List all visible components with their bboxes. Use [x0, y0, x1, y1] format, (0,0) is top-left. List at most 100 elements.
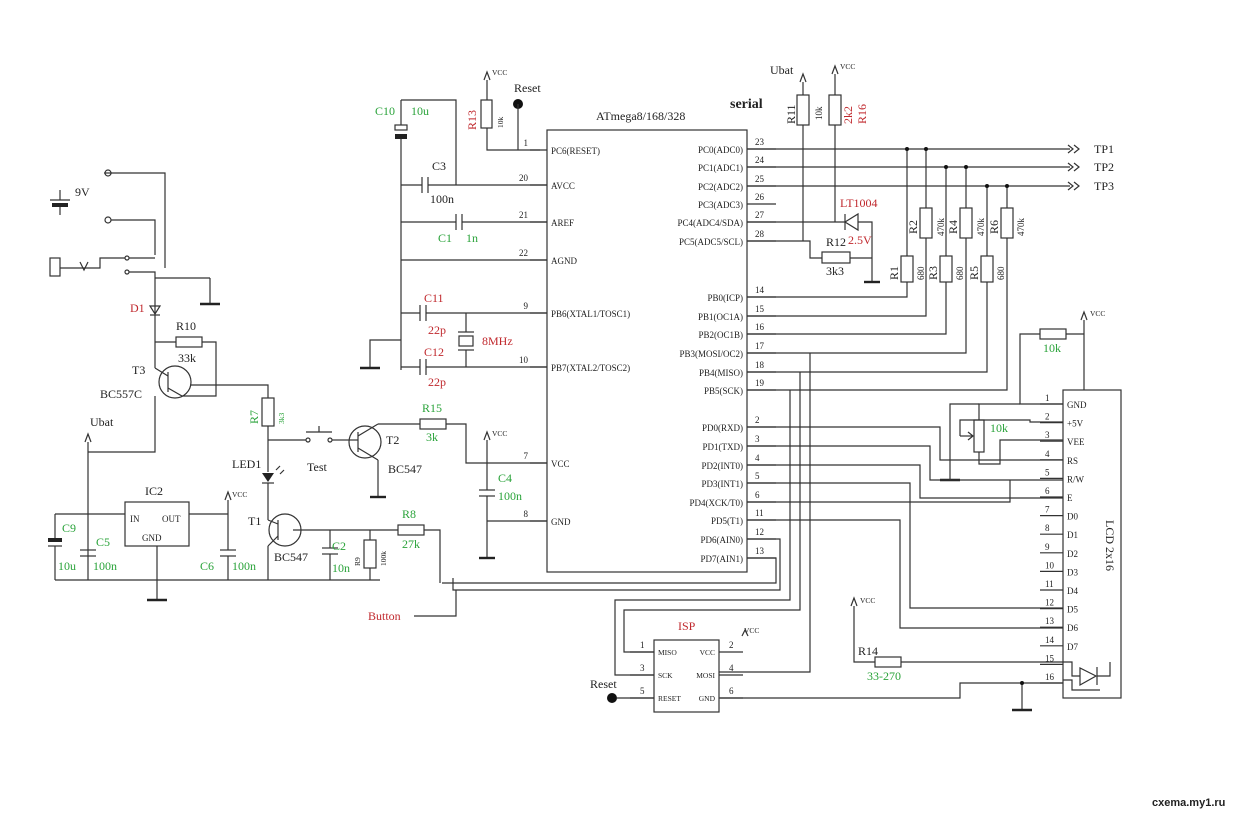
- mcu-pin-label: PD6(AIN0): [701, 535, 744, 545]
- c1-value: 1n: [466, 231, 478, 245]
- vcc-r13-label: VCC: [492, 68, 507, 77]
- r7-ref: R7: [247, 410, 261, 424]
- r5-ref: R5: [967, 266, 981, 280]
- r2-resistor: [919, 207, 933, 239]
- c5-value: 100n: [93, 559, 117, 573]
- r4-resistor: [959, 207, 973, 239]
- isp-pin-label: GND: [699, 694, 716, 703]
- lcd-pin-number: 9: [1045, 542, 1050, 552]
- lcd-pin-number: 11: [1045, 579, 1054, 589]
- isp-pin-label: MOSI: [696, 671, 715, 680]
- lcd-pin-number: 16: [1045, 672, 1055, 682]
- mcu-pin-number: 10: [519, 355, 529, 365]
- contrast-pot: [973, 419, 985, 453]
- lcd-pin-label: RS: [1067, 456, 1078, 466]
- r15-ref: R15: [422, 401, 442, 415]
- mcu-pin-label: PC3(ADC3): [698, 200, 743, 210]
- mcu-pin-number: 16: [755, 322, 765, 332]
- reset-label-top: Reset: [514, 81, 541, 95]
- vcc-c4-label: VCC: [492, 429, 507, 438]
- tp2-label: TP2: [1094, 160, 1114, 174]
- crystal: [458, 335, 474, 347]
- mcu-pin-number: 19: [755, 378, 765, 388]
- r11-resistor: [796, 94, 810, 126]
- mcu-pin-number: 22: [519, 248, 528, 258]
- mcu-pin-number: 4: [755, 453, 760, 463]
- ic2-name: IC2: [145, 484, 163, 498]
- r4-value: 470k: [976, 218, 986, 237]
- mcu-pin-number: 20: [519, 173, 529, 183]
- mcu-pin-number: 5: [755, 471, 760, 481]
- r1-value: 680: [916, 266, 926, 280]
- mcu-atmega: ATmega8/168/328 serial 1PC6(RESET)20AVCC…: [519, 97, 776, 573]
- lcd-pin-number: 14: [1045, 635, 1055, 645]
- mcu-pin-number: 11: [755, 508, 764, 518]
- lcd-name: LCD 2x16: [1103, 520, 1117, 571]
- isp-pin-label: SCK: [658, 671, 673, 680]
- c6-value: 100n: [232, 559, 256, 573]
- r12-ref: R12: [826, 235, 846, 249]
- lcd-pin-number: 3: [1045, 430, 1050, 440]
- reset-label-bottom: Reset: [590, 677, 617, 691]
- t2-transistor: [348, 425, 382, 459]
- r1-resistor: [900, 255, 914, 283]
- lcd-pin-number: 13: [1045, 616, 1055, 626]
- mcu-pin-label: PB3(MOSI/OC2): [679, 349, 743, 359]
- mcu-right-pins: PC0(ADC0)23PC1(ADC1)24PC2(ADC2)25PC3(ADC…: [677, 137, 776, 564]
- lcd-module: LCD 2x16 1GND2+5V3VEE4RS5R/W6E7D08D19D21…: [1040, 389, 1122, 699]
- lcd-pin-label: VEE: [1067, 437, 1085, 447]
- r16-value: 2k2: [841, 106, 855, 124]
- tp1-label: TP1: [1094, 142, 1114, 156]
- lcd-wiring: VCC 10k 10k VCC: [442, 309, 1105, 712]
- r9-resistor: [363, 539, 377, 569]
- r6-value: 470k: [1016, 218, 1026, 237]
- mcu-pin-label: PC6(RESET): [551, 146, 600, 156]
- mcu-pin-number: 25: [755, 174, 765, 184]
- vcc-lcd-label: VCC: [1090, 309, 1105, 318]
- c2-ref: C2: [332, 539, 346, 553]
- mcu-pin-number: 12: [755, 527, 764, 537]
- c4-ref: C4: [498, 471, 512, 485]
- r10-ref: R10: [176, 319, 196, 333]
- isp-name: ISP: [678, 619, 696, 633]
- r2-value: 470k: [936, 218, 946, 237]
- r2-ref: R2: [906, 220, 920, 234]
- isp-pin-number: 4: [729, 663, 734, 673]
- mcu-pin-number: 23: [755, 137, 765, 147]
- r11-value: 10k: [814, 106, 824, 120]
- mcu-pin-number: 28: [755, 229, 765, 239]
- reset-bottom: Reset: [590, 677, 654, 703]
- t2-value: BC547: [388, 462, 422, 476]
- lcd-pin-number: 7: [1045, 505, 1050, 515]
- ubat-left-label: Ubat: [90, 415, 114, 429]
- mcu-pin-label: PC0(ADC0): [698, 145, 743, 155]
- lcd-pins: 1GND2+5V3VEE4RS5R/W6E7D08D19D210D311D412…: [1040, 393, 1087, 684]
- t3-transistor: [158, 365, 192, 399]
- ic2-out: OUT: [162, 514, 181, 524]
- c11-ref: C11: [424, 291, 444, 305]
- mcu-pin-number: 9: [524, 301, 529, 311]
- lcd-pin-label: GND: [1067, 400, 1087, 410]
- r11-ref: R11: [784, 104, 798, 124]
- mcu-pin-number: 27: [755, 210, 765, 220]
- mcu-body: [546, 129, 748, 573]
- lcd-pin-number: 2: [1045, 412, 1050, 422]
- c3-ref: C3: [432, 159, 446, 173]
- t3-value: BC557C: [100, 387, 142, 401]
- r14-ref: R14: [858, 644, 878, 658]
- lcd-pin-label: D0: [1067, 512, 1078, 522]
- vref-label: 2.5V: [848, 233, 872, 247]
- t3-ref: T3: [132, 363, 145, 377]
- mcu-left-pins: 1PC6(RESET)20AVCC21AREF22AGND9PB6(XTAL1/…: [519, 138, 630, 527]
- lcd-pin-number: 10: [1045, 560, 1055, 570]
- mcu-pin-number: 15: [755, 304, 765, 314]
- ic2-in: IN: [130, 514, 140, 524]
- mcu-pin-label: AGND: [551, 256, 577, 266]
- r10-resistor: [175, 336, 203, 348]
- c4-value: 100n: [498, 489, 522, 503]
- c10-ref: C10: [375, 104, 395, 118]
- mcu-pin-number: 14: [755, 285, 765, 295]
- r4-ref: R4: [946, 220, 960, 234]
- r-lcd-value: 10k: [1043, 341, 1061, 355]
- lcd-pin-label: D3: [1067, 567, 1078, 577]
